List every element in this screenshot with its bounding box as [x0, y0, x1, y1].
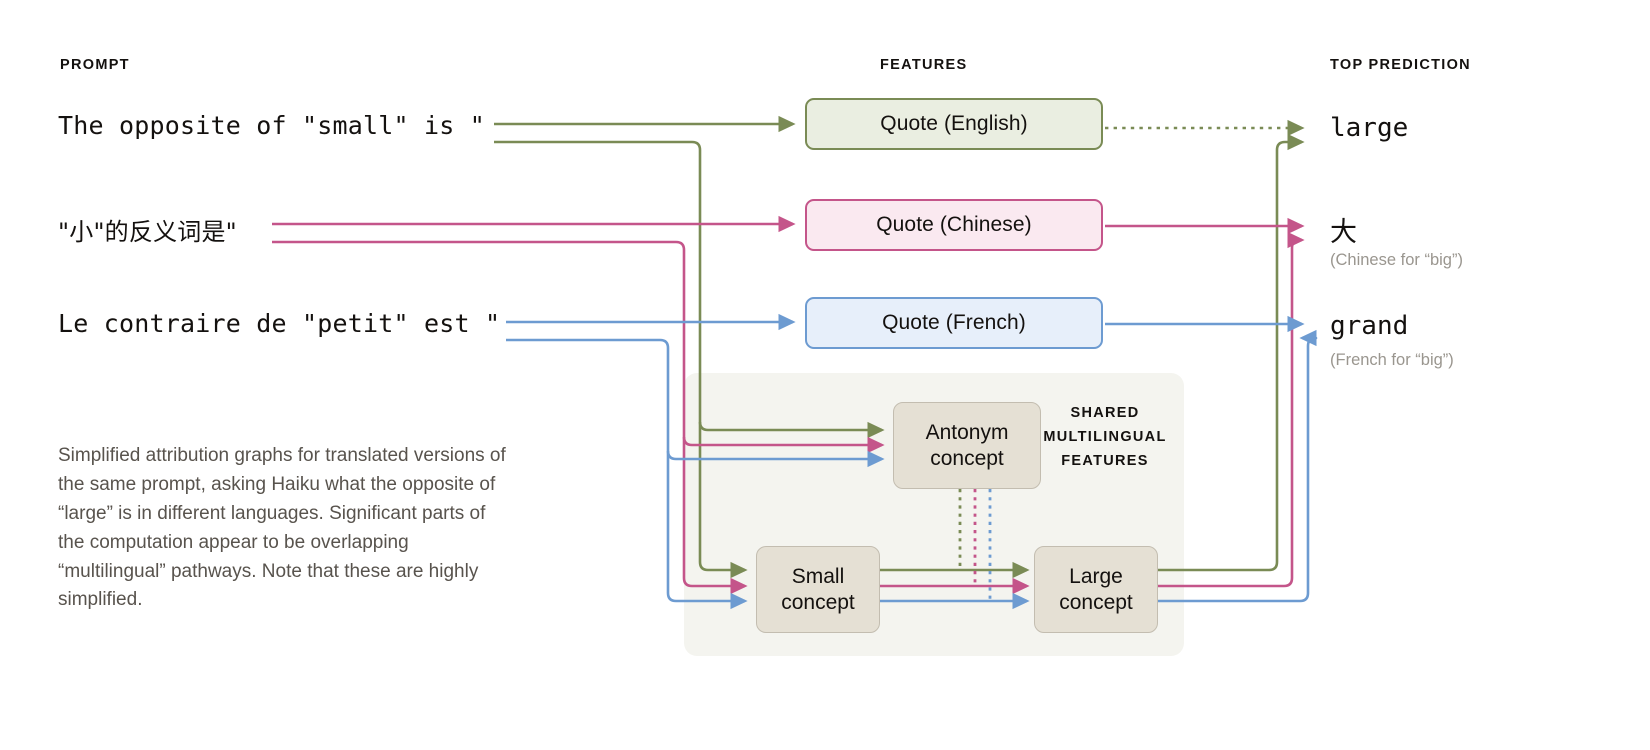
concept-antonym-line-1: Antonym: [925, 420, 1009, 444]
concept-large-line-1: Large: [1069, 564, 1123, 588]
wire-prompt-english-to-small-concept: [494, 140, 748, 579]
prompt-text-french: Le contraire de "petit" est ": [58, 309, 501, 338]
wire-prompt-chinese-to-antonym-concept: [682, 436, 885, 454]
feature-label-quote-english: Quote (English): [880, 112, 1028, 135]
figure-caption: Simplified attribution graphs for transl…: [58, 445, 506, 611]
column-header-prompt: PROMPT: [60, 57, 130, 73]
feature-box-quote-english[interactable]: Quote (English): [805, 98, 1103, 150]
wire-large-concept-to-prediction-large: [1157, 133, 1305, 572]
concept-small-line-1: Small: [791, 564, 845, 588]
concept-small-line-2: concept: [781, 590, 855, 614]
shared-label-line-1: SHARED: [1070, 405, 1140, 421]
wire-prompt-french-to-small-concept: [506, 338, 748, 610]
feature-label-quote-french: Quote (French): [882, 311, 1026, 334]
prediction-english: large: [1330, 113, 1409, 143]
column-header-top-prediction: TOP PREDICTION: [1330, 57, 1471, 73]
prompt-text-chinese: "小"的反义词是": [58, 218, 237, 246]
concept-antonym-line-2: concept: [930, 446, 1004, 470]
concept-box-antonym[interactable]: Antonym concept: [893, 402, 1041, 489]
prediction-chinese: 大: [1330, 217, 1357, 248]
concept-box-large[interactable]: Large concept: [1034, 546, 1158, 633]
wire-prompt-chinese-to-small-concept: [272, 240, 748, 595]
wire-large-concept-to-prediction-da: [1157, 231, 1305, 588]
prompt-text-english: The opposite of "small" is ": [58, 111, 486, 140]
shared-multilingual-label: SHARED MULTILINGUAL FEATURES: [1025, 402, 1185, 474]
feature-label-quote-chinese: Quote (Chinese): [876, 213, 1032, 236]
prediction-french-note: (French for “big”): [1330, 351, 1454, 369]
prediction-french: grand: [1330, 311, 1409, 341]
concept-box-small[interactable]: Small concept: [756, 546, 880, 633]
prediction-chinese-note: (Chinese for “big”): [1330, 251, 1463, 269]
wire-prompt-english-to-antonym-concept: [698, 421, 885, 439]
feature-box-quote-french[interactable]: Quote (French): [805, 297, 1103, 349]
wire-prompt-french-to-antonym-concept: [666, 450, 885, 468]
column-header-features: FEATURES: [880, 57, 968, 73]
wire-large-concept-to-prediction-grand: [1157, 329, 1318, 603]
concept-large-line-2: concept: [1059, 590, 1133, 614]
feature-box-quote-chinese[interactable]: Quote (Chinese): [805, 199, 1103, 251]
shared-label-line-3: FEATURES: [1061, 452, 1149, 469]
shared-label-line-2: MULTILINGUAL: [1043, 428, 1167, 445]
